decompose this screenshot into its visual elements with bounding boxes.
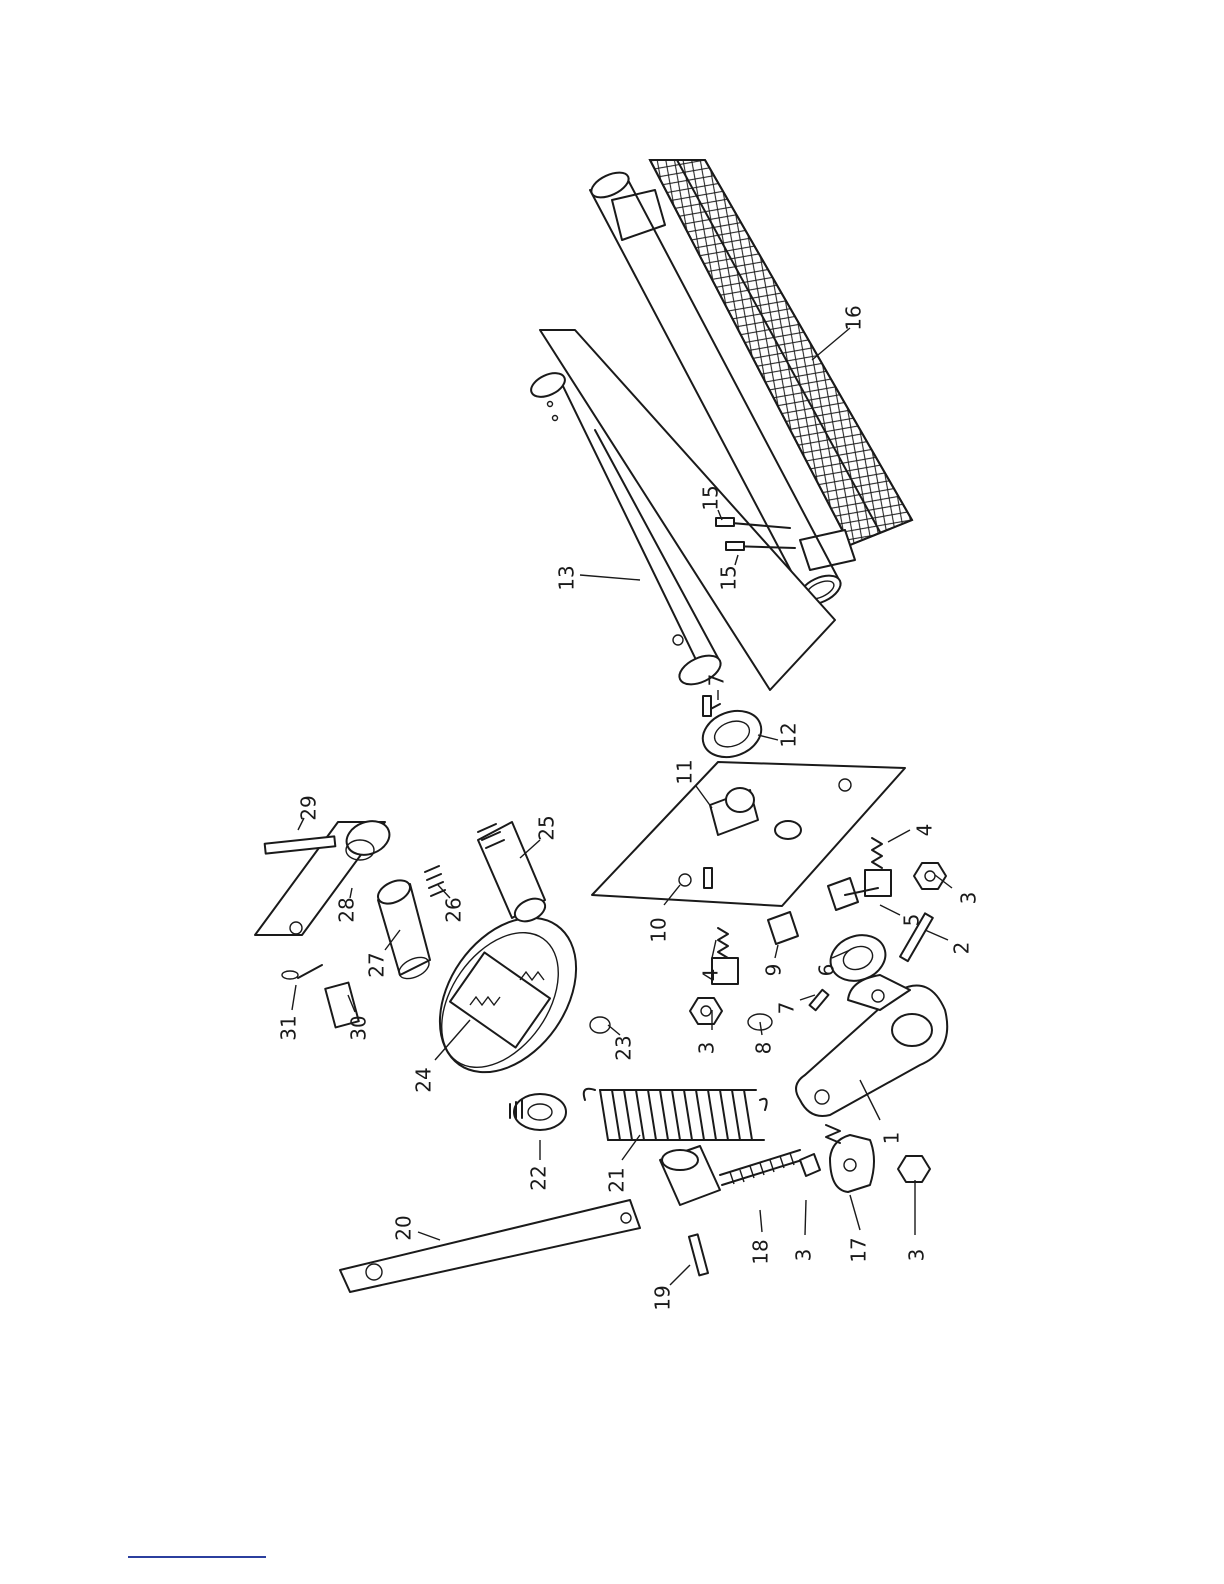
callout-leader-line xyxy=(292,985,296,1010)
callout-number: 15 xyxy=(699,485,723,510)
callout-number: 17 xyxy=(847,1237,871,1262)
callout-leader-line xyxy=(888,830,910,842)
callout-number: 30 xyxy=(347,1015,371,1040)
callout-leader-line xyxy=(775,945,778,958)
callout-number: 12 xyxy=(777,722,801,747)
callout-leader-line xyxy=(418,1232,440,1240)
callout-number: 4 xyxy=(699,969,723,982)
callout-number: 4 xyxy=(913,824,937,837)
callout-number: 26 xyxy=(442,897,466,922)
callout-number: 10 xyxy=(647,917,671,942)
collar-ring-part xyxy=(696,696,767,765)
callout-number: 9 xyxy=(762,964,786,977)
callout-number: 13 xyxy=(555,565,579,590)
callout-leader-line xyxy=(670,1265,690,1285)
callout-leader-line xyxy=(850,1195,860,1230)
callout-number: 23 xyxy=(612,1035,636,1060)
callout-number: 11 xyxy=(673,759,697,784)
callout-number: 15 xyxy=(717,565,741,590)
callout-number: 18 xyxy=(749,1239,773,1264)
callout-leader-line xyxy=(760,1022,762,1035)
callout-leader-line xyxy=(580,575,640,580)
callout-leader-line xyxy=(758,735,778,740)
link-bar-part xyxy=(340,1200,640,1292)
callout-number: 19 xyxy=(651,1285,675,1310)
callout-number: 28 xyxy=(335,897,359,922)
callout-number: 20 xyxy=(392,1215,416,1240)
callout-number: 5 xyxy=(900,914,924,927)
callout-number: 22 xyxy=(527,1165,551,1190)
eye-bolt-part xyxy=(510,1094,566,1130)
callout-leader-line xyxy=(760,1210,762,1232)
callout-leader-line xyxy=(712,940,716,958)
callout-leader-line xyxy=(608,1025,620,1035)
callout-number: 16 xyxy=(842,305,866,330)
callout-number: 31 xyxy=(277,1015,301,1040)
callout-number: 21 xyxy=(605,1167,629,1192)
callout-number: 1 xyxy=(880,1132,904,1145)
callout-number: 7 xyxy=(775,1002,799,1015)
callout-leader-line xyxy=(350,888,352,898)
callout-leader-line xyxy=(880,905,900,915)
callout-number: 3 xyxy=(957,892,981,905)
callout-number: 2 xyxy=(950,942,974,955)
callout-number: 7 xyxy=(705,674,729,687)
callout-leader-line xyxy=(800,995,815,1000)
callout-leader-line xyxy=(805,1200,806,1235)
callout-number: 3 xyxy=(905,1249,929,1262)
callout-number: 3 xyxy=(695,1042,719,1055)
callout-number: 6 xyxy=(815,964,839,977)
base-plate-part xyxy=(592,762,905,906)
callout-number: 27 xyxy=(365,952,389,977)
footer-rule xyxy=(128,1556,266,1558)
callout-leader-line xyxy=(925,930,948,940)
callout-number: 3 xyxy=(792,1249,816,1262)
callout-leader-line xyxy=(812,328,850,360)
callout-number: 8 xyxy=(752,1042,776,1055)
callout-number: 25 xyxy=(535,815,559,840)
callout-number: 24 xyxy=(412,1067,436,1092)
callout-number: 29 xyxy=(297,795,321,820)
extension-spring-part xyxy=(584,1089,767,1140)
bracket-part xyxy=(255,815,394,1027)
